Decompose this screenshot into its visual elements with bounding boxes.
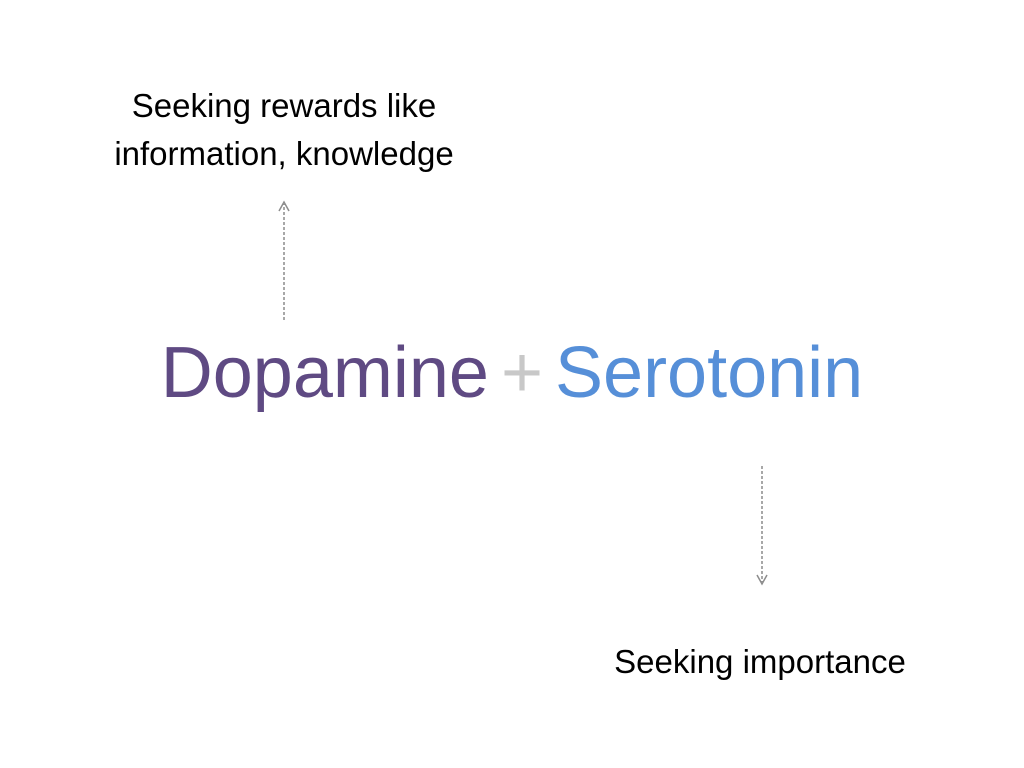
up-arrow-icon	[278, 200, 290, 320]
dopamine-description: Seeking rewards like information, knowle…	[60, 82, 508, 178]
dopamine-label: Dopamine	[160, 333, 489, 413]
serotonin-description: Seeking importance	[614, 643, 906, 680]
headline: Dopamine+Serotonin	[0, 330, 1024, 416]
plus-sign: +	[500, 333, 543, 413]
down-arrow-icon	[756, 466, 768, 586]
serotonin-label: Serotonin	[555, 333, 864, 413]
dopamine-description-line2: information, knowledge	[114, 135, 454, 172]
dopamine-description-line1: Seeking rewards like	[131, 87, 437, 124]
